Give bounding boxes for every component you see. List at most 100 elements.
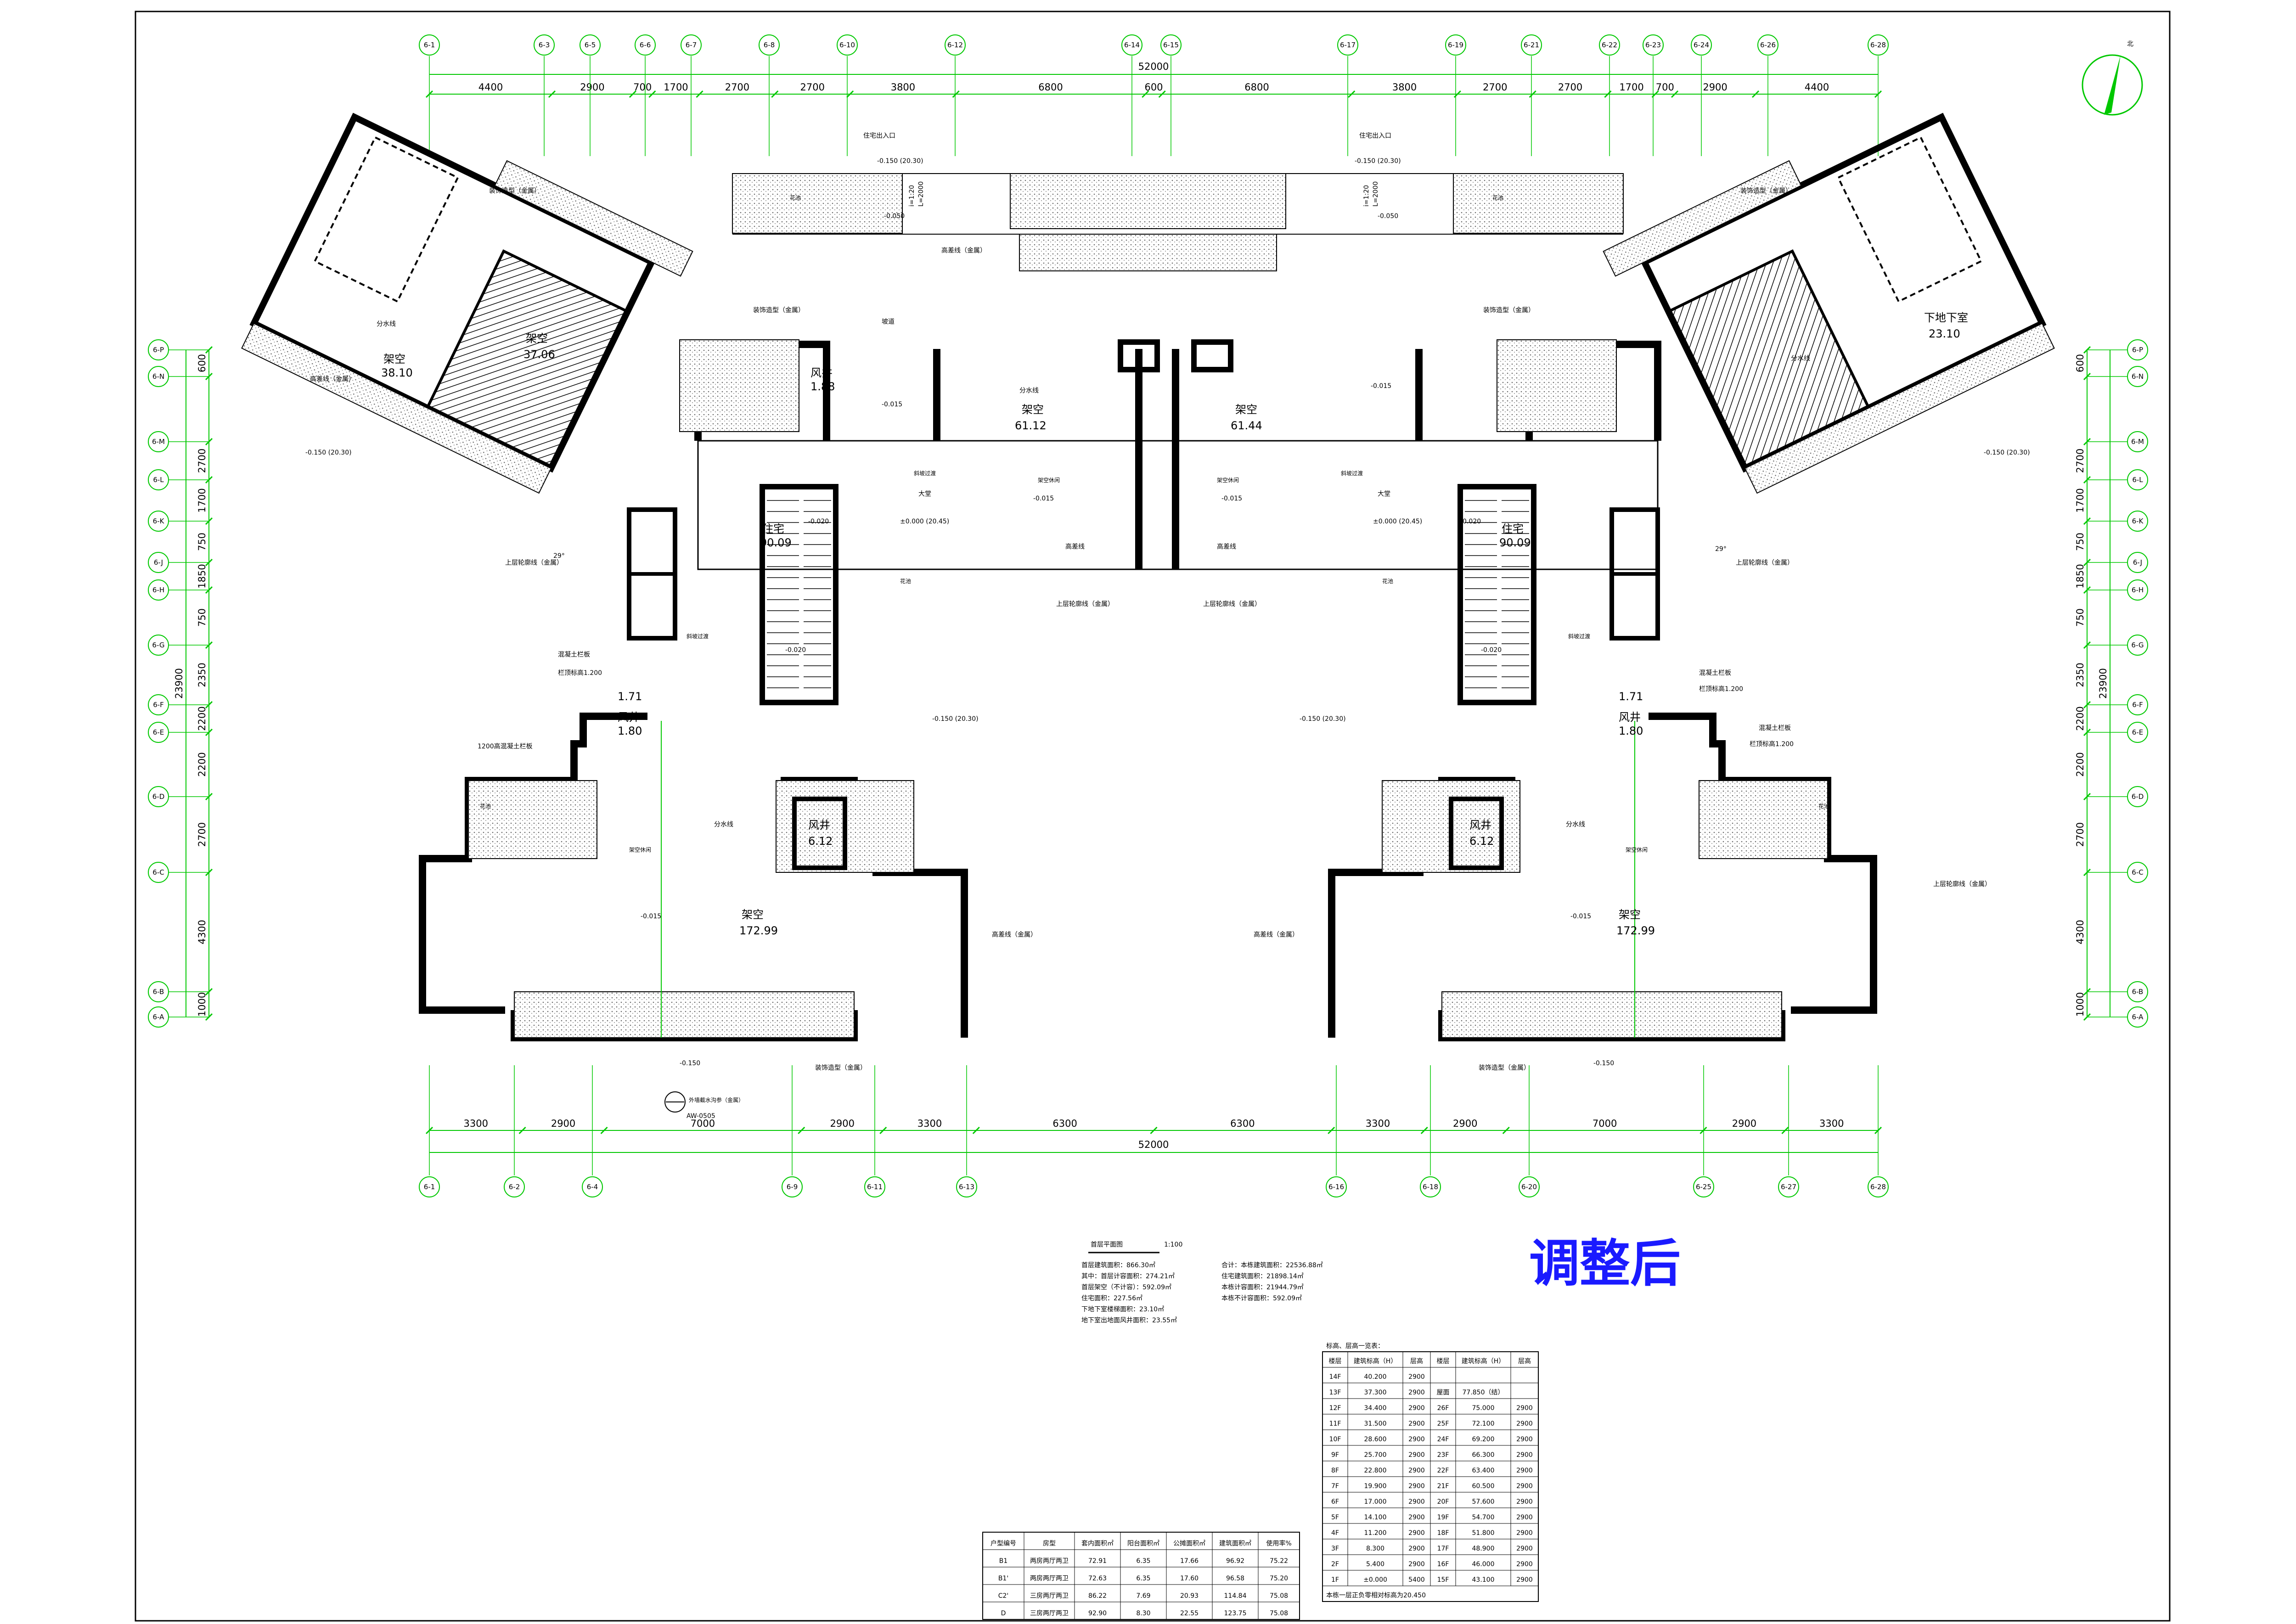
floor-table-cell: 23F [1437, 1451, 1449, 1459]
stat-line: 下地下室楼梯面积：23.10㎡ [1081, 1305, 1164, 1313]
bottom-dim-tick [518, 1126, 526, 1135]
axis-label: 6-D [152, 792, 165, 801]
floor-table-cell: 2900 [1408, 1451, 1425, 1459]
note-label: 分水线 [1566, 821, 1585, 828]
unit-table-cell: 三房两厅两卫 [1030, 1592, 1069, 1600]
room-area: 23.10 [1929, 327, 1960, 340]
north-arrow: 北 [2082, 40, 2143, 116]
bottom-dim-label: 6300 [1230, 1118, 1255, 1129]
right-dim-label: 1000 [2075, 992, 2086, 1017]
axis-bubble [148, 469, 169, 490]
plan-left-wing [241, 112, 799, 494]
axis-bubble [1778, 1176, 1799, 1197]
note-label: 栏顶标高1.200 [558, 669, 602, 677]
floor-table-cell: 16F [1437, 1561, 1449, 1568]
floor-table-cell: 51.800 [1472, 1529, 1495, 1537]
slope-label: L=2000 [917, 181, 925, 207]
axis-bubble [681, 34, 702, 56]
room-label: 架空 [1022, 403, 1044, 416]
axis-label: 6-B [153, 988, 164, 996]
top-dim-tick [1142, 90, 1149, 98]
note-label: 架空休闲 [629, 847, 651, 853]
floor-table-cell: 2900 [1408, 1436, 1425, 1443]
level-label: -0.015 [1570, 913, 1591, 920]
left-dim-label: 750 [197, 533, 208, 551]
room-label: 架空 [742, 908, 764, 921]
level-label: -0.015 [641, 913, 661, 920]
floor-table-cell: 22F [1437, 1467, 1449, 1474]
axis-label: 6-H [2132, 586, 2144, 594]
axis-bubble [148, 552, 169, 573]
floor-table-cell: 19.900 [1364, 1483, 1387, 1490]
floor-table-cell: 2900 [1516, 1514, 1533, 1521]
level-label: -0.150 (20.30) [1355, 157, 1401, 165]
axis-label: 6-F [2132, 701, 2143, 709]
axis-label: 6-27 [1781, 1183, 1796, 1191]
floor-table-cell: 3F [1331, 1545, 1339, 1552]
floor-table-header: 层高 [1518, 1357, 1531, 1365]
axis-label: 6-J [154, 558, 163, 567]
floor-table-cell: 20F [1437, 1498, 1449, 1506]
axis-bubble [837, 34, 858, 56]
axis-label: 6-20 [1521, 1183, 1537, 1191]
floor-table-cell: 48.900 [1472, 1545, 1495, 1552]
level-label: -0.020 [808, 518, 829, 525]
axis-label: 6-2 [509, 1183, 520, 1191]
floor-table-cell: 24F [1437, 1436, 1449, 1443]
slope-label: L=2000 [1372, 181, 1379, 207]
axis-label: 6-18 [1423, 1183, 1438, 1191]
floor-table-cell: 66.300 [1472, 1451, 1495, 1459]
level-label: -0.150 (20.30) [1984, 449, 2030, 456]
note-label: 高差线 [1065, 543, 1085, 551]
floor-table-cell: 1F [1331, 1576, 1339, 1584]
room-label: 大堂 [1378, 490, 1390, 498]
unit-table-cell: 8.30 [1136, 1610, 1150, 1617]
bottom-dim-label: 2900 [1453, 1118, 1477, 1129]
right-dim-label: 750 [2075, 533, 2086, 551]
floor-table-cell: 2900 [1408, 1561, 1425, 1568]
stat-line: 本栋计容面积：21944.79㎡ [1221, 1283, 1304, 1291]
room-labels: 架空 172.99 架空 172.99 架空 37.06 架空 38.10 架空… [381, 311, 1968, 937]
note-label: 栏顶标高1.200 [1699, 685, 1743, 693]
top-dim-label: 3800 [891, 82, 915, 93]
room-area: 61.44 [1231, 419, 1262, 432]
axis-bubble [2127, 786, 2148, 807]
floor-table-cell: 43.100 [1472, 1576, 1495, 1584]
floor-table-cell: 2900 [1516, 1436, 1533, 1443]
floor-table-cell: 5.400 [1366, 1561, 1384, 1568]
axis-bubble [504, 1176, 525, 1197]
stair-core-left [760, 484, 838, 705]
note-label: 装饰造型（金属） [489, 187, 540, 195]
floor-table-cell: 15F [1437, 1576, 1449, 1584]
floor-table-header: 楼层 [1329, 1358, 1342, 1365]
axis-label: 6-M [2131, 438, 2144, 446]
left-dim-label: 1700 [197, 488, 208, 512]
bottom-dim-label: 2900 [830, 1118, 855, 1129]
sheet-frame [135, 11, 2171, 1622]
note-label: 斜坡过渡 [687, 633, 709, 640]
top-dim-tick [771, 90, 779, 98]
axis-bubble [419, 1176, 440, 1197]
left-dim-label: 2200 [197, 706, 208, 731]
axis-bubble [956, 1176, 977, 1197]
left-dim-label: 2700 [197, 822, 208, 847]
axis-bubble [2127, 339, 2148, 360]
bottom-dim-label: 3300 [464, 1118, 488, 1129]
floor-table-cell: 2900 [1516, 1483, 1533, 1490]
axis-bubble [1643, 34, 1664, 56]
left-dim-label: 2350 [197, 663, 208, 687]
axis-bubble [1868, 1176, 1889, 1197]
room-label: 风井 [810, 366, 833, 379]
stat-line: 首层建筑面积：866.30㎡ [1081, 1262, 1155, 1269]
room-label: 风井 [808, 819, 830, 832]
axis-label: 6-3 [539, 41, 550, 49]
floor-table-header: 楼层 [1437, 1358, 1450, 1365]
unit-table-cell: 6.35 [1136, 1557, 1150, 1565]
room-area: 172.99 [739, 924, 778, 937]
note-label: 高差线（金属） [310, 375, 355, 383]
note-label: 装饰造型（金属） [815, 1064, 867, 1072]
axis-label: 6-K [2132, 517, 2144, 525]
note-label: 架空休闲 [1217, 477, 1239, 483]
stair-core-right [1458, 484, 1536, 705]
